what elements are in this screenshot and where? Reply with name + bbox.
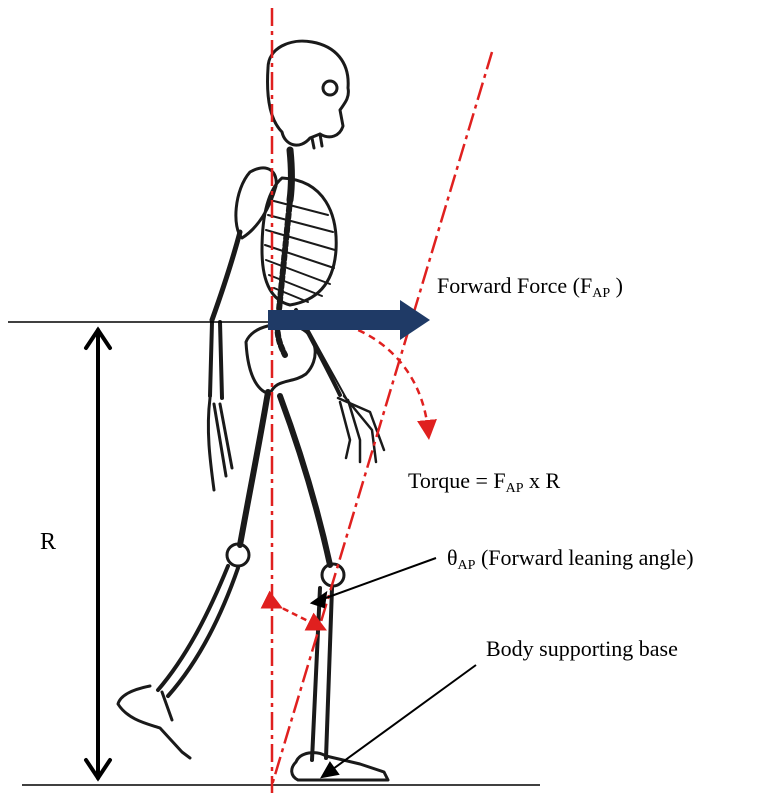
- leaning-line: [272, 52, 492, 785]
- eye-socket: [323, 81, 337, 95]
- leaning-angle-label: θAP (Forward leaning angle): [447, 547, 694, 573]
- angle-arc: [274, 604, 318, 626]
- front-hand: [338, 396, 384, 462]
- supporting-base-label: Body supporting base: [486, 638, 678, 660]
- neck-spine: [290, 150, 292, 200]
- back-femur: [240, 392, 268, 545]
- back-tibia: [158, 566, 238, 696]
- back-knee: [227, 544, 249, 566]
- spine: [277, 200, 290, 355]
- forward-force-label: Forward Force (FAP ): [437, 275, 623, 301]
- front-tibia: [312, 588, 332, 760]
- front-foot: [292, 753, 388, 780]
- back-foot: [118, 686, 190, 758]
- torque-label: Torque = FAP x R: [408, 470, 560, 496]
- upper-arm: [212, 232, 240, 320]
- r-dimension-arrow: [86, 330, 110, 778]
- scapula: [236, 168, 276, 238]
- back-hand: [208, 398, 232, 490]
- r-label: R: [40, 530, 56, 554]
- forearm: [210, 322, 222, 398]
- front-femur: [280, 396, 330, 565]
- base-pointer: [322, 665, 476, 777]
- skeleton-figure: [118, 41, 388, 780]
